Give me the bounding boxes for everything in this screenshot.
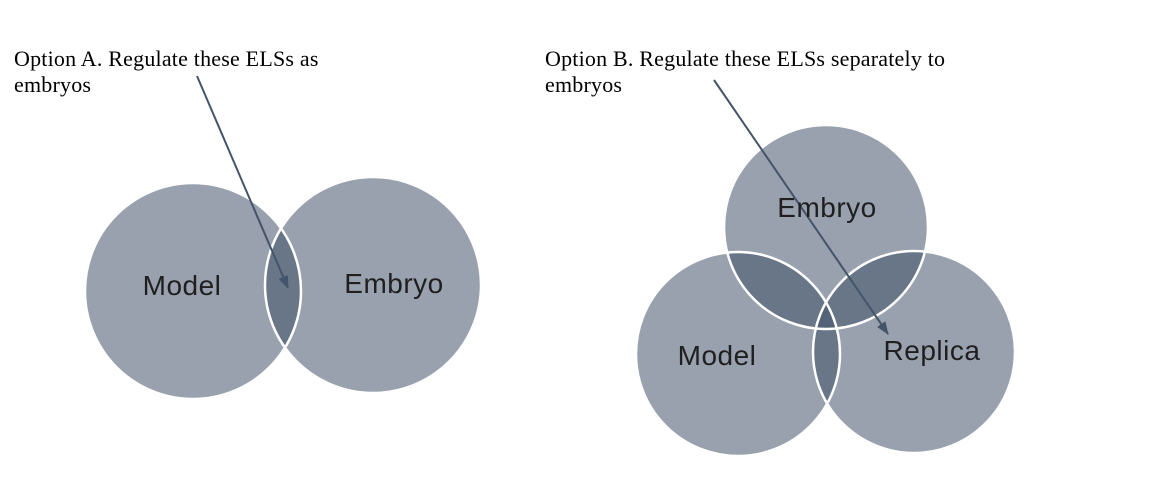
venn-option-b: [634, 123, 1017, 458]
circle-replica-b: [813, 251, 1015, 453]
circle-model-a-outline: [83, 181, 303, 401]
venn-option-a: [83, 175, 483, 401]
option-a-caption-line2: embryos: [14, 72, 92, 97]
option-b-caption-line1: Option B. Regulate these ELSs separately…: [545, 46, 946, 71]
circle-embryo-a-outline: [263, 175, 483, 395]
replica-label-b: Replica: [883, 335, 981, 366]
model-label-a: Model: [142, 270, 222, 301]
embryo-label-b: Embryo: [777, 192, 877, 223]
circle-model-b: [636, 252, 840, 456]
option-a-arrow: [196, 75, 289, 289]
circle-model-a: [85, 183, 301, 399]
circle-model-b-outline: [634, 250, 842, 458]
option-b-caption-line2: embryos: [545, 72, 623, 97]
model-label-b: Model: [677, 340, 757, 371]
option-a-caption-line1: Option A. Regulate these ELSs as: [14, 46, 319, 71]
option-a-caption: Option A. Regulate these ELSs as embryos: [14, 46, 444, 98]
option-b-caption: Option B. Regulate these ELSs separately…: [545, 46, 1025, 98]
circle-embryo-b-outline: [722, 123, 930, 331]
circle-embryo-a: [265, 177, 481, 393]
option-b-arrow: [713, 79, 889, 335]
embryo-label-a: Embryo: [344, 268, 444, 299]
circle-replica-b-outline: [811, 249, 1017, 455]
